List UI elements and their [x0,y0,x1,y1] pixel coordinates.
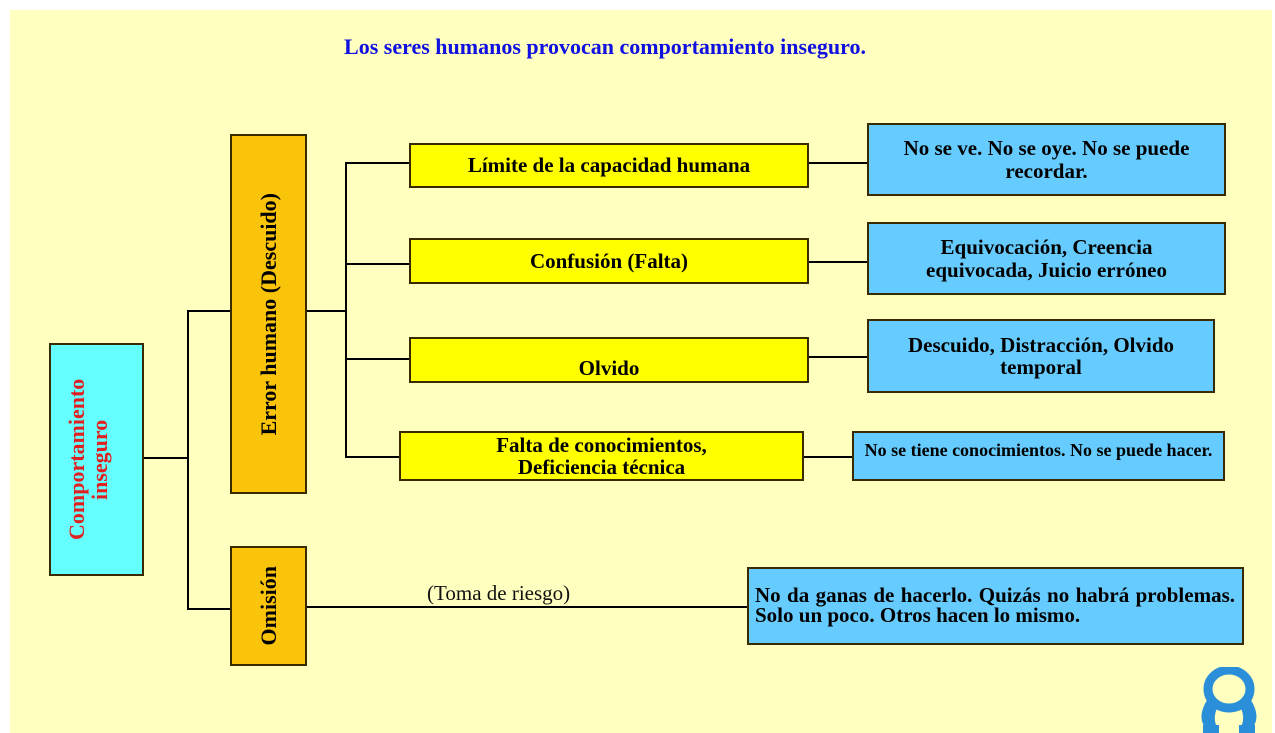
connector-to-error [187,310,231,312]
connector-root-stub [143,457,189,459]
connector-cause-2-detail [808,261,868,263]
mascot-logo-icon [1201,667,1257,733]
category-omission: Omisión [230,546,307,666]
root-label: Comportamiento inseguro [63,378,112,541]
cause-node-2: Confusión (Falta) [409,238,809,284]
cause-node-1: Límite de la capacidad humana [409,143,809,188]
cause-node-4: Falta de conocimientos, Deficiencia técn… [399,431,804,481]
category-error-label: Error humano (Descuido) [255,192,281,436]
cause-label-2: Confusión (Falta) [529,248,689,273]
detail-label-2: Equivocación, Creencia equivocada, Juici… [926,235,1167,282]
root-node: Comportamiento inseguro [49,343,144,576]
connector-cause-3-detail [808,356,868,358]
connector-error-trunk [345,162,347,458]
detail-label-4: No se tiene conocimientos. No se puede h… [864,440,1213,460]
category-omission-label: Omisión [255,566,281,646]
connector-to-cause-3 [345,358,410,360]
detail-label-omission: No da ganas de hacerlo. Quizás no habrá … [755,583,1235,627]
connector-cause-4-detail [803,456,853,458]
detail-node-1: No se ve. No se oye. No se puede recorda… [867,123,1226,196]
connector-to-cause-2 [345,263,410,265]
category-error: Error humano (Descuido) [230,134,307,494]
connector-to-cause-1 [345,162,410,164]
connector-error-stub [306,310,346,312]
omission-connector-label: (Toma de riesgo) [427,581,571,605]
cause-label-3: Olvido [578,355,640,380]
diagram-title: Los seres humanos provocan comportamient… [344,34,866,59]
connector-cause-1-detail [808,162,868,164]
cause-label-1: Límite de la capacidad humana [467,153,751,178]
cause-label-4: Falta de conocimientos, Deficiencia técn… [496,432,707,479]
detail-node-3: Descuido, Distracción, Olvido temporal [867,319,1215,393]
cause-node-3: Olvido [409,337,809,383]
connector-to-cause-4 [345,456,400,458]
detail-node-2: Equivocación, Creencia equivocada, Juici… [867,222,1226,295]
detail-node-omission: No da ganas de hacerlo. Quizás no habrá … [747,567,1244,645]
connector-to-omission [187,608,231,610]
detail-node-4: No se tiene conocimientos. No se puede h… [852,431,1225,481]
detail-label-3: Descuido, Distracción, Olvido temporal [908,332,1174,379]
detail-label-1: No se ve. No se oye. No se puede recorda… [903,136,1190,183]
connector-omission-detail [306,606,748,608]
connector-root-trunk [187,310,189,610]
